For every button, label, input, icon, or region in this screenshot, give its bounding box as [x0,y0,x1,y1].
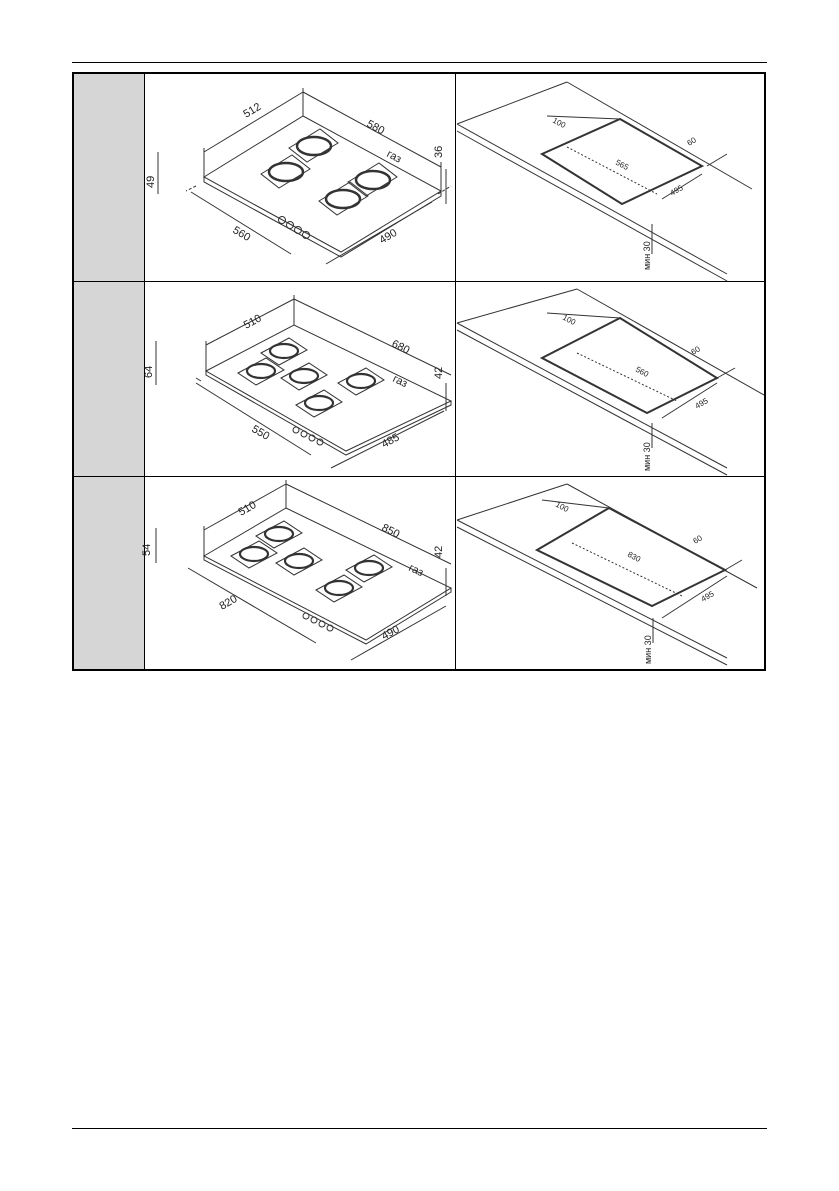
grate [318,181,369,216]
grate [337,367,385,396]
cutout-length: 565 [614,158,630,172]
cutout-opening [539,117,705,206]
cutout-drawing-row-1: 100 60 565 495 мин 30 [456,81,753,282]
countertop-right-edge [566,81,753,190]
cutout-back-offset: 60 [692,533,705,546]
grate [315,574,363,603]
grate [260,337,308,366]
minimum-clearance: мин 30 [643,635,653,664]
minimum-clearance: мин 30 [642,241,652,270]
control-knob [278,216,286,224]
countertop-front-edge [456,519,728,659]
burner [345,372,377,390]
row-divider [74,281,764,282]
control-knob [300,430,308,438]
dimensions-table: 512 580 газ 49 36 560 490 100 60 565 495… [72,72,766,671]
burner [303,394,335,412]
cutout-depth: 495 [694,396,711,411]
dimension-depth: 510 [237,499,259,519]
control-knob [310,616,318,624]
countertop-front-edge [456,322,728,469]
cutout-drawing-row-3: 100 60 830 495 мин 30 [456,483,758,666]
control-knob [302,612,310,620]
burner [283,552,315,570]
dimension-height: 49 [145,176,157,188]
countertop-back-edge [456,81,568,125]
burner [353,559,385,577]
header-rule [72,62,767,63]
cutout-length: 560 [634,365,650,379]
control-knob [316,438,324,446]
burner [267,161,305,183]
cutout-drawing-row-2: 100 60 560 495 мин 30 [456,288,765,476]
burner [324,188,362,210]
grate [288,128,339,163]
cutout-front-offset: 100 [551,116,567,130]
dimension-base-width: 550 [250,423,272,443]
column-divider [455,74,456,669]
grate [255,520,303,549]
hob-thickness [203,556,452,645]
burner [238,545,270,563]
control-knob [326,624,334,632]
hob-drawing-row-1: 512 580 газ 49 36 560 490 [145,88,452,265]
cutout-front-offset: 100 [554,500,570,514]
row-2-label-cell [74,282,145,477]
hob-drawing-row-3: 510 850 газ 54 42 820 490 [141,480,453,661]
grate [260,154,311,189]
countertop-right-edge [576,288,765,396]
dimension-depth: 510 [242,312,264,331]
row-1-label-cell [74,74,145,282]
burner [268,342,300,360]
dimension-base-depth: 490 [380,623,402,642]
grate [275,547,323,576]
grate [347,162,398,197]
control-knob [318,620,326,628]
control-knob [286,221,294,229]
cutout-opening [539,316,720,415]
row-divider [74,476,764,477]
grate [295,389,343,418]
burner [354,169,392,191]
dimension-height: 64 [143,366,155,378]
grate [237,357,285,386]
dimension-side: 36 [433,146,445,158]
dimension-base-depth: 490 [377,227,399,247]
grate [280,362,328,391]
cutout-depth: 495 [700,589,717,604]
grate [345,554,393,583]
cutout-back-offset: 60 [686,135,699,148]
control-knob [302,231,310,239]
control-knob [294,226,302,234]
burner [295,135,333,157]
burner [288,367,320,385]
countertop-back-edge [456,483,568,521]
burner [323,579,355,597]
countertop-front-edge [456,123,728,275]
dimension-height: 54 [141,544,153,556]
gas-label: газ [407,562,426,579]
countertop-back-edge [456,288,578,324]
minimum-clearance: мин 30 [642,442,652,471]
dimension-side: 42 [433,546,445,558]
hob-top-surface [204,324,453,452]
dimension-base-width: 560 [230,224,252,244]
control-knob [308,434,316,442]
burner [263,525,295,543]
gas-label: газ [391,373,410,390]
cutout-back-offset: 60 [690,344,703,357]
hob-thickness [203,177,442,258]
control-knob [292,426,300,434]
row-3-label-cell [74,477,145,669]
gas-label: газ [385,148,404,166]
footer-rule [72,1128,767,1129]
dimension-side: 42 [433,367,445,379]
dimension-width: 580 [365,118,387,137]
cutout-depth: 495 [669,183,686,198]
hob-thickness [205,371,452,456]
grate [230,540,278,569]
cutout-length: 830 [626,550,642,564]
burner [245,362,277,380]
hob-drawing-row-2: 510 680 газ 64 42 550 485 [143,295,453,469]
